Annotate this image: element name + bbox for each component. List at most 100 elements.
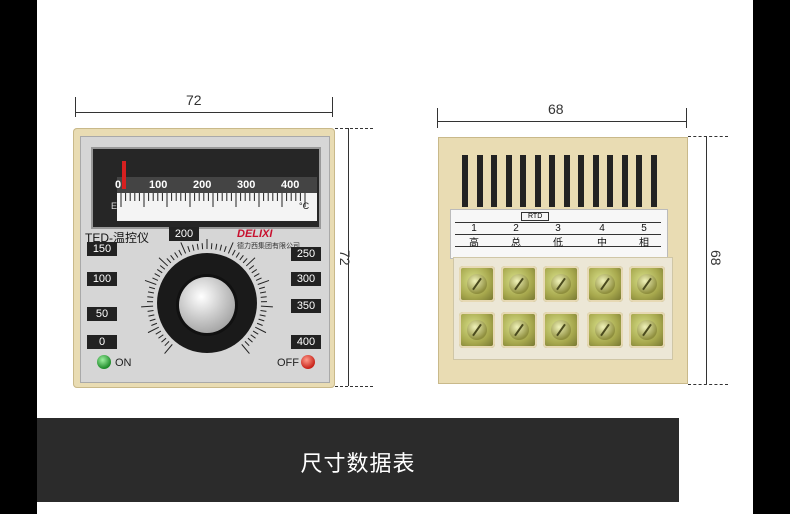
- dial-tick: [255, 277, 262, 281]
- dial-tick: [180, 242, 187, 254]
- dial-tick: [149, 318, 156, 322]
- dial-tick: [147, 310, 154, 312]
- dial-tick: [178, 249, 183, 256]
- dial-tick: [158, 257, 169, 267]
- setting-knob[interactable]: [179, 277, 235, 333]
- scale-ticks: [120, 193, 306, 207]
- dial-tick: [155, 330, 162, 335]
- dial-tick: [158, 334, 164, 339]
- terminal-screw[interactable]: [629, 266, 665, 302]
- back-height-label: 68: [708, 250, 724, 266]
- dial-label-250: 250: [291, 247, 321, 261]
- dial-tick: [259, 291, 267, 294]
- terminal-char-4: 中: [597, 238, 607, 249]
- dial-tick: [148, 314, 155, 317]
- dial-tick: [152, 277, 159, 281]
- dial-label-100: 100: [87, 272, 117, 286]
- terminal-screw[interactable]: [459, 312, 495, 348]
- vent-slot: [476, 155, 483, 207]
- dial-tick: [227, 242, 234, 254]
- screw-head: [551, 320, 571, 340]
- vent-slot: [650, 155, 657, 207]
- vent-slot: [621, 155, 628, 207]
- dial-tick: [231, 249, 236, 256]
- dial-tick: [187, 245, 191, 253]
- front-face: 0 100 200 300 400 °C E TED-温控仪 DELIXI 德力…: [80, 136, 330, 383]
- terminal-char-2: 总: [511, 238, 521, 249]
- terminal-char-1: 高: [469, 238, 479, 249]
- front-width-label: 72: [186, 92, 202, 108]
- dial-tick: [144, 279, 157, 286]
- terminal-screw[interactable]: [587, 312, 623, 348]
- front-width-tick-right: [332, 97, 333, 117]
- dial-tick: [244, 341, 250, 347]
- front-height-dash-top: [335, 128, 373, 129]
- dial-tick: [164, 341, 170, 347]
- scale-number-0: 0: [115, 179, 122, 191]
- dial-tick: [196, 243, 199, 250]
- dial-scale-ring: [141, 239, 273, 354]
- vent-slot: [592, 155, 599, 207]
- on-label: ON: [115, 357, 132, 369]
- terminal-screw[interactable]: [629, 312, 665, 348]
- dial-tick: [147, 326, 159, 334]
- scale-number-300: 300: [237, 179, 256, 191]
- vent-slot: [578, 155, 584, 207]
- back-height-dash-top: [688, 136, 728, 137]
- dial-label-300: 300: [291, 272, 321, 286]
- screw-head: [509, 274, 529, 294]
- dial-tick: [159, 265, 166, 270]
- terminal-screw[interactable]: [543, 312, 579, 348]
- back-height-dimension-line: [706, 136, 707, 384]
- terminal-char-5: 相: [639, 238, 649, 249]
- table-line-bottom: [455, 246, 661, 247]
- dial-tick: [239, 254, 244, 261]
- on-indicator-led: [97, 355, 111, 369]
- dial-tick: [219, 244, 223, 251]
- terminal-screw[interactable]: [501, 312, 537, 348]
- dial-tick: [248, 265, 255, 270]
- screw-head: [637, 320, 657, 340]
- back-height-dash-bottom: [688, 384, 728, 385]
- vent-slot: [505, 155, 512, 207]
- dial-tick: [250, 334, 256, 339]
- dial-tick: [147, 291, 155, 294]
- dial-tick: [154, 273, 161, 277]
- terminal-screw[interactable]: [587, 266, 623, 302]
- terminal-number-2: 2: [513, 223, 519, 234]
- front-height-dash-bottom: [335, 386, 373, 387]
- terminal-char-3: 低: [553, 238, 563, 249]
- terminal-screw[interactable]: [501, 266, 537, 302]
- terminal-screw[interactable]: [459, 266, 495, 302]
- scale-number-100: 100: [149, 179, 168, 191]
- screw-head: [637, 274, 657, 294]
- dial-tick: [245, 257, 256, 267]
- front-height-label: 72: [337, 250, 353, 266]
- dial-tick: [166, 258, 172, 264]
- screw-head: [467, 320, 487, 340]
- dial-tick: [164, 344, 173, 354]
- dial-tick: [247, 337, 253, 343]
- vent-slot: [491, 155, 497, 207]
- terminal-number-1: 1: [471, 223, 477, 234]
- dial-tick: [258, 318, 265, 322]
- front-panel: 0 100 200 300 400 °C E TED-温控仪 DELIXI 德力…: [73, 128, 335, 388]
- screw-head: [551, 274, 571, 294]
- terminal-table-title: RTD: [521, 212, 550, 221]
- dial-label-350: 350: [291, 299, 321, 313]
- dial-tick: [170, 254, 175, 261]
- caption-bar: 尺寸数据表: [37, 418, 679, 502]
- dial-tick: [251, 269, 258, 274]
- dial-label-400: 400: [291, 335, 321, 349]
- dial-label-0: 0: [87, 335, 117, 349]
- terminal-screw[interactable]: [543, 266, 579, 302]
- vent-slot: [563, 155, 570, 207]
- scale-number-200: 200: [193, 179, 212, 191]
- screw-head: [509, 320, 529, 340]
- model-label: TED-温控仪: [85, 231, 149, 245]
- vent-slot: [520, 155, 526, 207]
- terminal-number-5: 5: [641, 223, 647, 234]
- brand-logo: DELIXI: [237, 228, 273, 240]
- dial-tick: [260, 310, 267, 312]
- vent-slot: [636, 155, 642, 207]
